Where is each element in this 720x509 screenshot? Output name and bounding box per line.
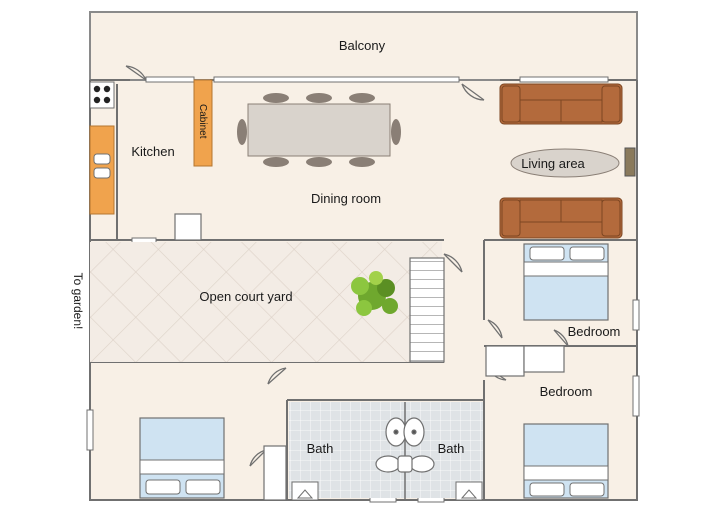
cupboard	[263, 445, 287, 501]
label-living-area: Living area	[521, 156, 585, 171]
bed-lower-left	[139, 417, 225, 499]
label-balcony: Balcony	[339, 38, 386, 53]
coffee-table	[510, 148, 620, 178]
cabinet-label: Cabinet	[197, 104, 208, 139]
stairs	[409, 257, 445, 363]
dining-table	[237, 93, 401, 167]
room-labels: Balcony Kitchen Dining room Living area …	[71, 38, 620, 456]
sofa-top	[499, 83, 623, 125]
cabinet	[193, 79, 213, 167]
kitchen-counter	[89, 81, 115, 215]
label-bedroom-lower: Bedroom	[540, 384, 593, 399]
sofa-bottom	[499, 197, 623, 239]
fridge	[174, 213, 202, 241]
windows	[86, 76, 640, 503]
label-to-garden: To garden!	[71, 273, 85, 330]
bath-fixtures	[375, 417, 435, 473]
label-dining-room: Dining room	[311, 191, 381, 206]
label-open-court-yard: Open court yard	[199, 289, 292, 304]
label-bath-left: Bath	[307, 441, 334, 456]
storage-triangles	[291, 481, 483, 501]
label-kitchen: Kitchen	[131, 144, 174, 159]
label-bath-right: Bath	[438, 441, 465, 456]
bed-lower-right	[523, 423, 609, 499]
balcony-area	[89, 11, 638, 81]
label-bedroom-upper: Bedroom	[568, 324, 621, 339]
tv	[624, 147, 636, 177]
wardrobe	[485, 345, 565, 377]
plant-icon	[351, 271, 398, 316]
bed-upper-right	[523, 243, 609, 321]
